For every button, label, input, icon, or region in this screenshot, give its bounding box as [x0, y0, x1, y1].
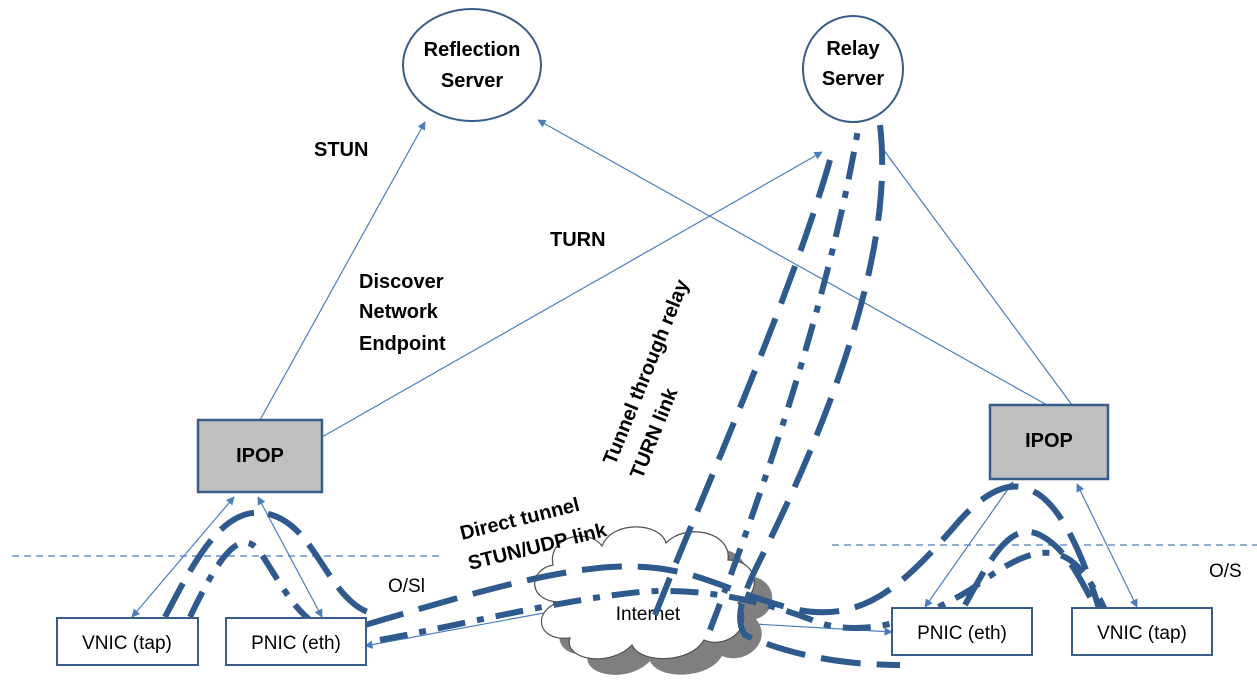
reflection-server: Reflection Server	[402, 8, 542, 122]
right-pnic-ipop-arrow	[924, 481, 1014, 608]
right-vnic-box	[1071, 607, 1213, 656]
relay-server: Relay Server	[802, 15, 904, 123]
discover-label-line1: Discover	[359, 271, 444, 293]
relay-server-label-line1: Relay	[826, 38, 880, 60]
discover-label-line2: Network	[359, 301, 439, 323]
turn-label: TURN	[550, 229, 606, 251]
reflection-server-label-line1: Reflection	[424, 39, 521, 61]
left-pnic-label: PNIC (eth)	[251, 633, 341, 654]
ipop-right-box	[988, 403, 1110, 481]
os-left-label: O/Sl	[388, 576, 425, 597]
reflection-server-node	[402, 8, 542, 122]
internet-cloud: Internet	[534, 526, 773, 675]
ipop-left-label: IPOP	[236, 445, 284, 467]
right-local-loop-dash	[962, 528, 1103, 617]
nic-boxes: VNIC (tap) PNIC (eth) PNIC (eth) VNIC (t…	[56, 607, 1213, 666]
right-reflection-arrow	[537, 119, 1048, 406]
stun-label: STUN	[314, 139, 368, 161]
right-pnic-label: PNIC (eth)	[917, 623, 1007, 644]
left-local-loop-dash	[162, 509, 381, 619]
left-vnic-label: VNIC (tap)	[82, 633, 172, 654]
internet-label: Internet	[616, 604, 681, 625]
right-relay-arrow	[879, 144, 1073, 406]
left-vnic-ipop-arrow	[131, 496, 235, 618]
left-vnic-box	[56, 617, 199, 666]
right-ipop-vnic-arrow	[1076, 483, 1138, 608]
left-pnic-box	[225, 617, 367, 666]
relay-server-node	[802, 15, 904, 123]
ipop-left: IPOP	[196, 418, 324, 494]
relay-tunnel-dash	[652, 159, 833, 617]
os-right-label: O/S	[1209, 561, 1242, 582]
right-vnic-label: VNIC (tap)	[1097, 623, 1187, 644]
ipop-right-label: IPOP	[1025, 430, 1073, 452]
reflection-server-label-line2: Server	[441, 70, 503, 92]
ipop-left-box	[196, 418, 324, 494]
turn-arrow	[321, 151, 823, 438]
discover-label-line3: Endpoint	[359, 333, 446, 355]
relay-down-dash	[737, 124, 901, 668]
relay-server-label-line2: Server	[822, 68, 884, 90]
right-pnic-box	[891, 607, 1033, 656]
relay-tunnel-dashdot	[707, 117, 863, 632]
direct-tunnel-dash	[364, 483, 1103, 628]
stun-arrow	[259, 121, 426, 421]
direct-tunnel-dashdot	[379, 549, 1113, 643]
ipop-right: IPOP	[988, 403, 1110, 481]
left-ipop-pnic-arrow	[257, 496, 323, 618]
